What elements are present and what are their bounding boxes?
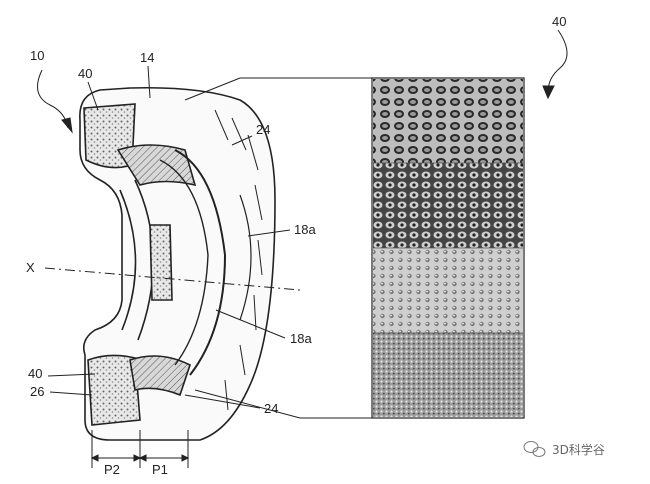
leader-lines bbox=[37, 29, 568, 409]
label-sidewall-lower: 18a bbox=[290, 331, 312, 346]
tread-ribs bbox=[214, 109, 263, 411]
tire-inner-bore bbox=[119, 189, 137, 331]
micrograph-panel-1 bbox=[373, 79, 523, 163]
bottom-hatched-wedge bbox=[129, 355, 191, 397]
label-pitch-1: P1 bbox=[152, 462, 168, 477]
bottom-foam-block bbox=[87, 354, 141, 426]
label-micrograph: 40 bbox=[552, 14, 566, 29]
rim-curve bbox=[239, 194, 252, 321]
label-pitch-2: P2 bbox=[104, 462, 120, 477]
sidewall-band-inner bbox=[159, 159, 209, 366]
label-rib-top: 24 bbox=[256, 122, 270, 137]
watermark: 3D科学谷 bbox=[523, 441, 605, 457]
label-rib-bottom: 24 bbox=[264, 401, 278, 416]
label-layer: 26 bbox=[30, 384, 44, 399]
label-tire-ref: 10 bbox=[30, 48, 44, 63]
wechat-icon bbox=[523, 441, 546, 457]
watermark-text: 3D科学谷 bbox=[552, 442, 605, 457]
micrograph-panel-3 bbox=[373, 248, 523, 333]
label-foam-top: 40 bbox=[78, 66, 92, 81]
dimension-markers bbox=[90, 430, 190, 468]
label-foam-bottom: 40 bbox=[28, 366, 42, 381]
tire-cross-section bbox=[79, 86, 276, 441]
tire-outer-contour bbox=[79, 86, 276, 441]
sidewall-band bbox=[174, 149, 227, 376]
micrograph-frame bbox=[371, 77, 525, 419]
callout-lines bbox=[184, 77, 372, 419]
micrograph bbox=[371, 77, 525, 419]
label-tread: 14 bbox=[140, 50, 154, 65]
micrograph-panel-4 bbox=[373, 333, 523, 417]
axis-line bbox=[44, 267, 301, 291]
top-hatched-wedge bbox=[116, 144, 197, 187]
label-axis: X bbox=[26, 260, 35, 275]
label-sidewall-upper: 18a bbox=[294, 222, 316, 237]
inner-core bbox=[149, 224, 173, 301]
micrograph-panel-2 bbox=[373, 163, 523, 248]
